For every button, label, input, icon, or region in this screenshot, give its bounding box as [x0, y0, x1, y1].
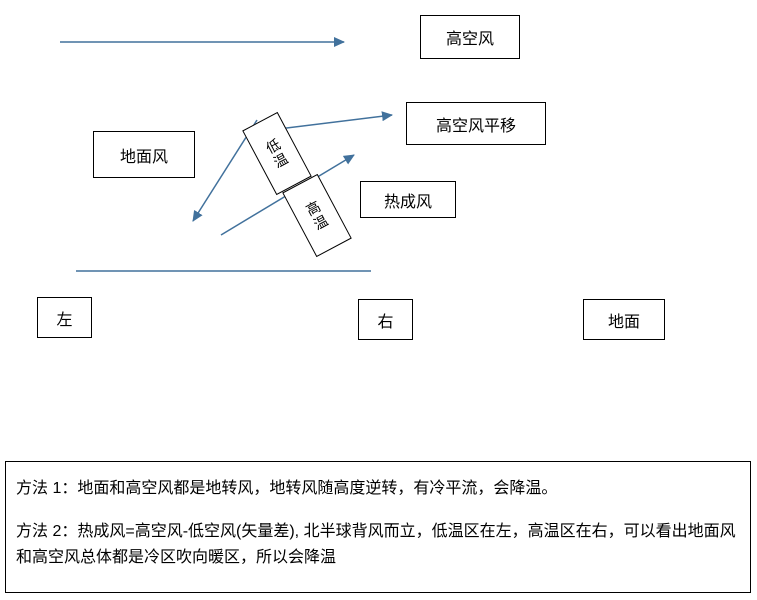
left-label: 左 [37, 297, 92, 338]
thermal-wind-label: 热成风 [360, 181, 456, 218]
upper-wind-shift-label: 高空风平移 [406, 102, 546, 145]
notes-box: 方法 1：地面和高空风都是地转风，地转风随高度逆转，有冷平流，会降温。 方法 2… [5, 461, 751, 593]
surface-wind-label: 地面风 [93, 131, 195, 178]
arrows-layer [60, 37, 393, 272]
right-label: 右 [358, 299, 413, 340]
ground-label: 地面 [583, 299, 665, 340]
method2-text: 方法 2：热成风=高空风-低空风(矢量差), 北半球背风而立，低温区在左，高温区… [16, 522, 736, 566]
method1-text: 方法 1：地面和高空风都是地转风，地转风随高度逆转，有冷平流，会降温。 [16, 480, 558, 497]
upper-wind-label: 高空风 [420, 15, 520, 59]
